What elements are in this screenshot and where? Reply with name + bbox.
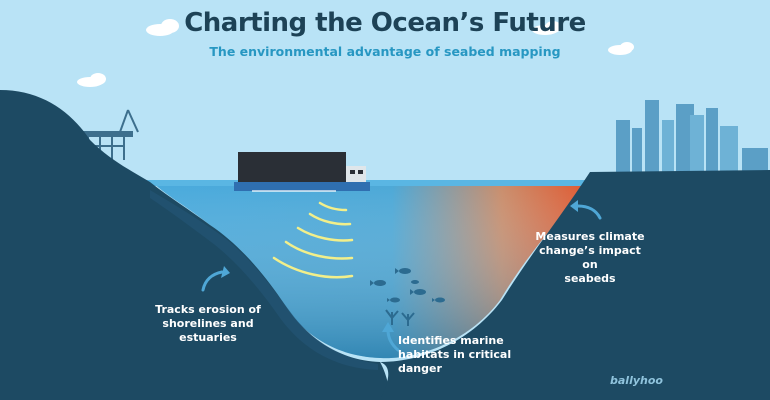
callout-habitats: Identifies marine habitats in critical d… <box>398 334 528 376</box>
arrow-erosion-icon <box>201 270 224 292</box>
callout-climate: Measures climate change’s impact on seab… <box>530 230 650 286</box>
callout-climate-line: Measures climate <box>535 230 645 243</box>
arrow-erosion-head-icon <box>221 266 230 278</box>
arrow-climate-icon <box>576 204 602 220</box>
arrow-climate-head-icon <box>570 200 578 212</box>
sonar-waves <box>272 201 354 279</box>
callout-climate-line: seabeds <box>564 272 616 285</box>
callout-erosion-line: estuaries <box>179 331 237 344</box>
callout-habitats-line: Identifies marine <box>398 334 504 347</box>
survey-ship <box>234 152 370 192</box>
page-title: Charting the Ocean’s Future <box>184 8 586 38</box>
marine-life <box>370 268 445 326</box>
callout-climate-line: change’s impact on <box>539 244 641 271</box>
callout-erosion-line: Tracks erosion of <box>155 303 261 316</box>
callout-erosion: Tracks erosion of shorelines and estuari… <box>138 303 278 345</box>
callout-habitats-line: habitats in critical <box>398 348 512 361</box>
city-skyline <box>616 100 768 180</box>
right-landmass <box>380 170 770 400</box>
clouds <box>77 19 634 87</box>
callout-arrows <box>201 200 602 352</box>
page-subtitle: The environmental advantage of seabed ma… <box>209 44 561 59</box>
brand-logo: ballyhoo <box>610 374 663 387</box>
arrow-habitats-head-icon <box>382 322 394 332</box>
callout-habitats-line: danger <box>398 362 442 375</box>
callout-erosion-line: shorelines and <box>162 317 254 330</box>
